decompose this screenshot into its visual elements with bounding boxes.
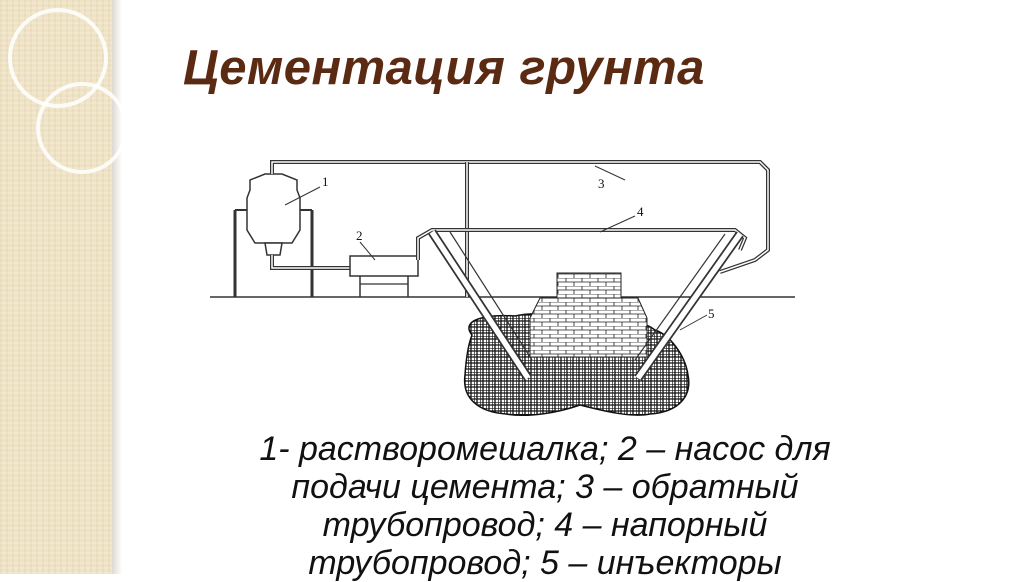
legend-line-1: 1- растворомешалка; 2 – насос для — [259, 430, 831, 468]
decorative-side-strip — [0, 0, 112, 574]
label-4: 4 — [637, 204, 644, 219]
side-strip-shadow — [112, 0, 122, 574]
return-pipeline — [270, 160, 770, 274]
leader-line-3 — [594, 165, 626, 181]
label-3: 3 — [598, 176, 605, 191]
leader-line-4 — [599, 215, 636, 233]
foundation-body — [529, 297, 648, 358]
decorative-ring-top — [8, 8, 108, 108]
mixer-hopper — [264, 242, 283, 256]
leader-line-2 — [359, 241, 376, 261]
decorative-rings — [8, 8, 128, 174]
leader-line-1 — [284, 186, 321, 206]
soil-cementation-diagram: 1 2 3 4 5 — [210, 160, 795, 417]
legend-line-2: подачи цемента; 3 – обратный — [291, 468, 799, 506]
slide-title: Цементация грунта — [183, 41, 705, 95]
label-2: 2 — [356, 228, 363, 243]
mortar-mixer-tank — [246, 173, 301, 244]
leader-line-5 — [679, 314, 708, 331]
cement-pump — [349, 255, 419, 277]
label-5: 5 — [708, 306, 715, 321]
legend-line-3: трубопровод; 4 – напорный — [322, 506, 768, 544]
foundation-top — [556, 272, 622, 299]
label-1: 1 — [322, 174, 329, 189]
decorative-ring-bottom — [36, 82, 128, 174]
legend-line-4: трубопровод; 5 – инъекторы — [308, 544, 782, 582]
diagram-legend: 1- растворомешалка; 2 – насос для подачи… — [150, 430, 940, 582]
